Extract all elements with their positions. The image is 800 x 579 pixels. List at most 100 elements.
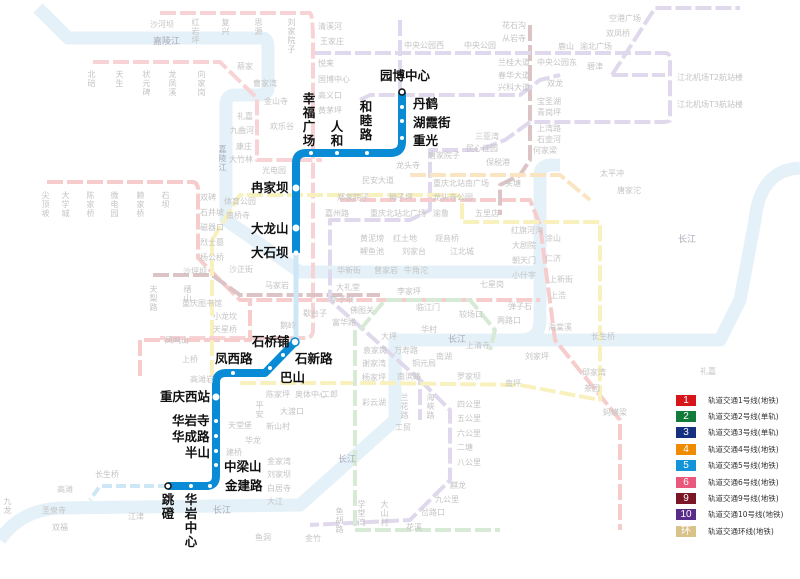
station-label: 江北城 — [450, 247, 474, 256]
station-label: 鱼胡路 — [335, 507, 344, 534]
station-label: 礼嘉 — [700, 367, 716, 376]
station-label: 刘家台 — [402, 247, 426, 256]
legend-item-loop[interactable]: 环轨道交通环线(地铁) — [676, 523, 783, 539]
station-label: 金竹 — [305, 534, 321, 543]
station-label: 蚂蟥梁 — [603, 408, 627, 417]
station-xingfuguangchang[interactable]: 幸福广场 — [302, 91, 316, 148]
station-label: 狮子坪 — [389, 193, 413, 202]
station-label: 上清寺 — [466, 341, 490, 350]
station-label: 体育公园 — [224, 197, 256, 206]
station-shixinlu[interactable]: 石新路 — [295, 351, 333, 366]
legend-label: 轨道交通5号线(地铁) — [708, 461, 779, 471]
station-banshan[interactable]: 半山 — [185, 445, 211, 460]
station-chongqingxizhan[interactable]: 重庆西站 — [160, 389, 211, 404]
station-label: 渝鲁 — [433, 209, 449, 218]
station-shiqiaopu[interactable]: 石桥铺 — [252, 334, 290, 349]
station-dashiba[interactable]: 大石坝 — [251, 245, 289, 260]
station-label: 康庄 — [236, 142, 252, 151]
legend-label: 轨道交通10号线(地铁) — [708, 510, 784, 520]
station-label: 重庆图书馆 — [182, 299, 222, 308]
river-label: 长江 — [678, 235, 697, 245]
station-ranjiaba[interactable]: 冉家坝 — [251, 180, 289, 195]
station-label: 较场口 — [459, 310, 483, 319]
station-label: 三亚湾 — [475, 132, 499, 141]
station-label: 袁家岗 — [363, 346, 387, 355]
station-label: 双碑 — [200, 193, 216, 202]
station-label: 鹿山 — [558, 42, 574, 51]
station-label: 刘家院子 — [287, 18, 296, 54]
station-jinjianlu[interactable]: 金建路 — [225, 478, 263, 493]
station-tiaodeng[interactable]: 跳磴 — [161, 492, 175, 521]
station-label: 民心佳园 — [466, 144, 498, 153]
station-label: 华龙 — [245, 436, 261, 445]
station-helulu[interactable]: 和睦路 — [359, 99, 373, 142]
terminal-marker — [398, 88, 406, 96]
station-label: 双福 — [52, 523, 68, 532]
station-label: 学堂湾 — [357, 500, 366, 527]
station-label: 清溪河 — [318, 22, 342, 31]
station-label: 刘家坪 — [525, 352, 549, 361]
station-label: 保税港 — [486, 158, 510, 167]
legend-label: 轨道交通1号线(地铁) — [708, 395, 779, 405]
station-label: 茶园 — [584, 384, 600, 393]
station-label: 涂山 — [545, 234, 561, 243]
station-label: 朝天门 — [512, 256, 536, 265]
station-label: 上浩 — [550, 291, 566, 300]
legend-label: 轨道交通6号线(地铁) — [708, 477, 779, 487]
station-label: 邱家湾 — [582, 368, 606, 377]
station-label: 大坪 — [381, 332, 397, 341]
station-label: 华新街 — [337, 266, 361, 275]
station-label: 牛角沱 — [404, 266, 428, 275]
line-badge: 环 — [676, 525, 696, 537]
station-label: 双龙 — [547, 79, 563, 88]
legend-label: 轨道交通2号线(单轨) — [708, 412, 779, 422]
station-danhe[interactable]: 丹鹤 — [413, 96, 439, 111]
station-label: 红土地 — [393, 234, 417, 243]
station-label: 头塘 — [505, 179, 521, 188]
station-label: 工贸 — [395, 423, 411, 432]
station-label: 赖家桥 — [136, 191, 145, 218]
station-chongguang[interactable]: 重光 — [413, 133, 439, 148]
river-label: 嘉陵江 — [153, 37, 181, 47]
station-huayanzhongxin[interactable]: 华岩中心 — [184, 492, 198, 549]
station-label: 江津 — [128, 512, 144, 521]
station-zhongliangshan[interactable]: 中梁山 — [224, 459, 262, 474]
station-label: 两路口 — [497, 316, 521, 325]
station-label: 海峡路 — [426, 393, 435, 420]
station-label: 大渡口 — [280, 407, 304, 416]
station-fengxilu[interactable]: 凤西路 — [215, 351, 253, 366]
station-label: 岔路口 — [421, 508, 445, 517]
station-label: 嘉州路 — [325, 209, 349, 218]
station-label: 小什字 — [512, 271, 536, 280]
station-label: 马家岩 — [265, 281, 289, 290]
station-bashan[interactable]: 巴山 — [280, 370, 306, 385]
line5-tiaodeng-extension — [88, 484, 168, 502]
line-badge: 3 — [676, 427, 696, 439]
station-dalongshan[interactable]: 大龙山 — [251, 221, 289, 236]
station-label: 向家岗 — [197, 70, 206, 97]
station-label: 江北机场T2航站楼 — [677, 73, 743, 82]
station-huxiajie[interactable]: 湖霞街 — [413, 115, 451, 130]
station-renhe[interactable]: 人和 — [330, 119, 344, 148]
station-label: 北碚 — [87, 70, 96, 88]
river-label: 长江 — [213, 506, 232, 516]
station-yuanbozhongxin[interactable]: 园博中心 — [380, 68, 431, 83]
station-huachenglu[interactable]: 华成路 — [172, 429, 210, 444]
station-label: 光电园 — [262, 166, 286, 175]
yangtze-river — [0, 272, 547, 544]
station-label: 白居寺 — [267, 484, 291, 493]
station-huayansi[interactable]: 华岩寺 — [172, 413, 210, 428]
station-label: 李子坝 — [330, 295, 354, 304]
station-label: 南桥寺 — [226, 211, 250, 220]
station-label: 麒龙 — [450, 481, 466, 490]
station-label: 长生桥 — [591, 332, 615, 341]
